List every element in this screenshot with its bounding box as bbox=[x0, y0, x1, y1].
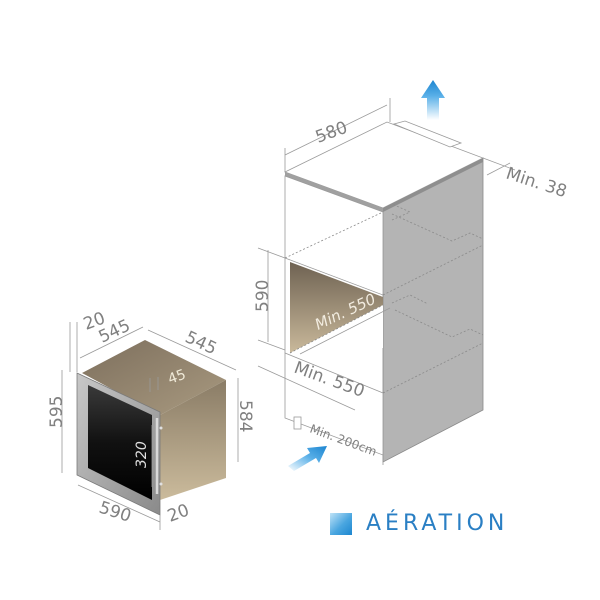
dim-total-height: 595 bbox=[47, 396, 67, 428]
airflow-in-arrow-icon bbox=[288, 446, 327, 471]
dim-body-height: 584 bbox=[235, 400, 255, 432]
dim-door-inset: 45 bbox=[166, 367, 188, 388]
cabinet-top-edge-right bbox=[383, 158, 483, 212]
appliance-top-face bbox=[82, 340, 226, 415]
handle-mount-bottom bbox=[159, 482, 163, 486]
cabinet-niche bbox=[290, 262, 383, 353]
cabinet-hidden-lines bbox=[284, 203, 484, 394]
kitchen-cabinet bbox=[283, 120, 484, 465]
wine-cooler-appliance bbox=[76, 340, 226, 516]
top-vent-slot bbox=[392, 120, 463, 148]
airflow-out-arrow-icon bbox=[421, 80, 445, 120]
legend: AÉRATION bbox=[330, 511, 508, 536]
aeration-swatch-icon bbox=[330, 512, 352, 535]
cabinet-top-edge bbox=[285, 172, 383, 212]
appliance-side-face bbox=[160, 380, 226, 500]
appliance-door-glass bbox=[88, 385, 152, 500]
appliance-dimension-lines bbox=[61, 322, 239, 530]
cabinet-foot bbox=[293, 416, 302, 430]
dim-niche-height: 590 bbox=[253, 280, 273, 312]
dim-body-width: 545 bbox=[182, 327, 220, 359]
dim-total-width: 590 bbox=[96, 498, 133, 527]
dim-front-thickness: 20 bbox=[165, 501, 192, 527]
dim-rear-gap: Min. 38 bbox=[503, 164, 569, 202]
legend-label: AÉRATION bbox=[366, 511, 509, 536]
cabinet-dimension-lines bbox=[257, 98, 516, 411]
dim-handle-length: 320 bbox=[134, 441, 150, 468]
handle-mount-top bbox=[159, 426, 163, 430]
